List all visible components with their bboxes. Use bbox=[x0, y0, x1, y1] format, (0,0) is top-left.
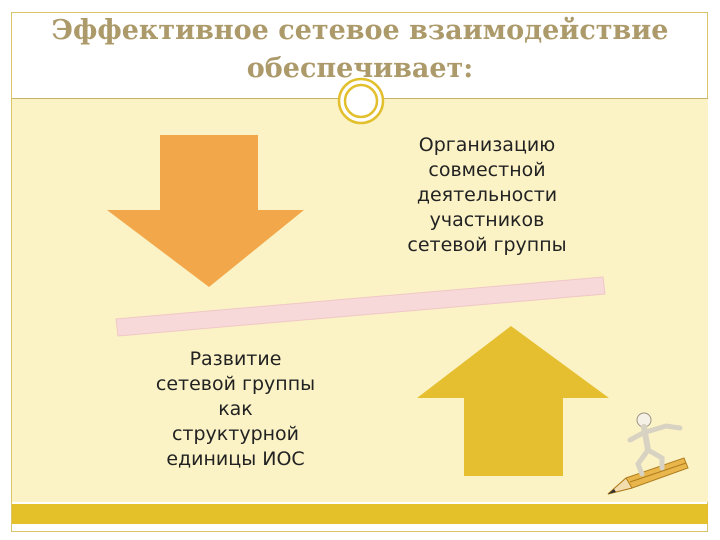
bottom-left-line-2: сетевой группы bbox=[155, 373, 316, 395]
top-right-line-3: деятельности bbox=[416, 184, 558, 206]
top-right-line-4: участников bbox=[429, 209, 545, 231]
title-line-1: Эффективное сетевое взаимодействие bbox=[51, 15, 669, 46]
top-right-line-1: Организацию bbox=[418, 134, 556, 156]
down-arrow-icon bbox=[107, 135, 304, 287]
top-right-line-5: сетевой группы bbox=[407, 234, 567, 256]
stick-figure-riding-pencil-icon bbox=[607, 412, 689, 495]
divider-bar bbox=[115, 276, 606, 337]
top-right-line-2: совместной bbox=[428, 159, 546, 181]
ring-ornament-icon bbox=[337, 77, 385, 125]
top-right-text: Организацию совместной деятельности учас… bbox=[392, 133, 582, 258]
bottom-left-line-5: единицы ИОС bbox=[166, 448, 305, 470]
slide-title: Эффективное сетевое взаимодействие обесп… bbox=[12, 12, 708, 98]
bottom-left-line-4: структурной bbox=[171, 423, 300, 445]
up-arrow-icon bbox=[417, 326, 609, 476]
bottom-left-line-1: Развитие bbox=[189, 348, 282, 370]
bottom-band bbox=[12, 504, 708, 524]
bottom-left-line-3: как bbox=[218, 398, 253, 420]
bottom-left-text: Развитие сетевой группы как структурной … bbox=[128, 347, 343, 472]
